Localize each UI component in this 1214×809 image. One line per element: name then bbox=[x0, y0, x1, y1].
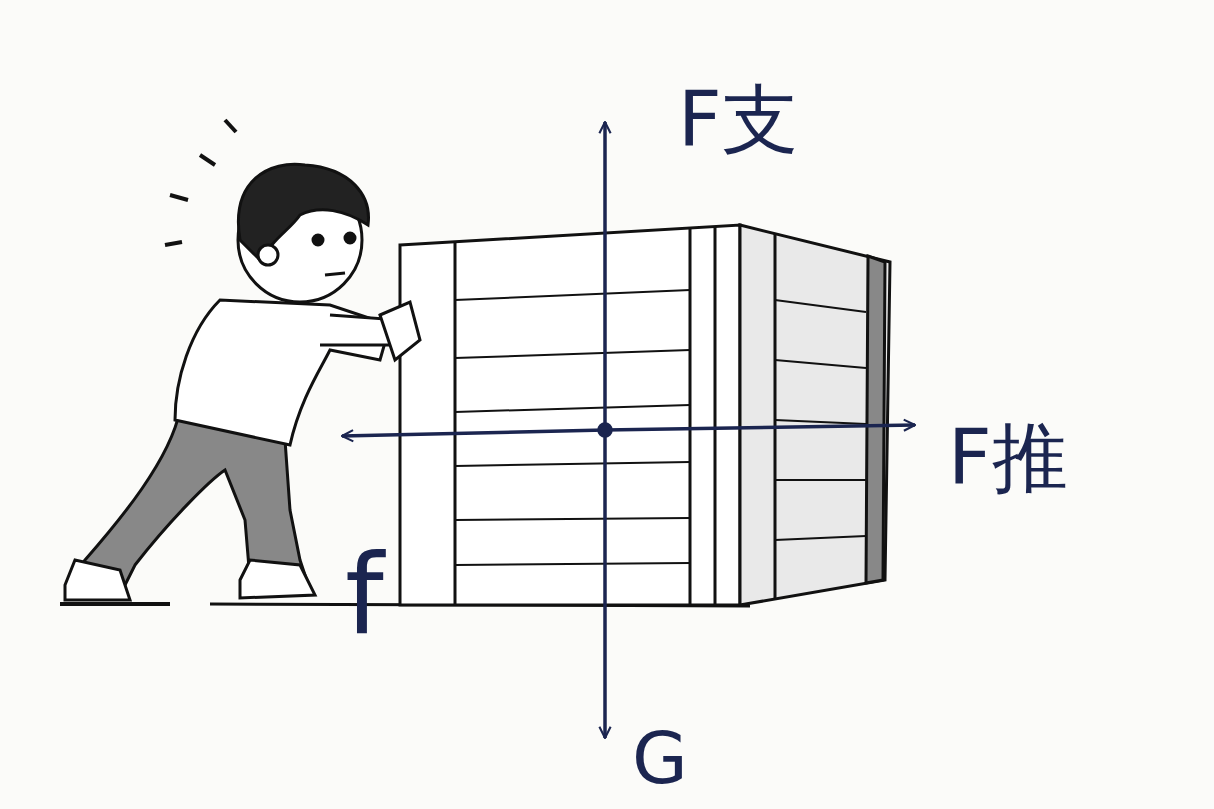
ground-line bbox=[60, 602, 170, 606]
boy bbox=[65, 120, 420, 600]
force-label: f bbox=[345, 540, 384, 650]
force-label: G bbox=[632, 722, 688, 794]
force-label: F推 bbox=[948, 420, 1068, 496]
push-force-arrow bbox=[605, 425, 915, 430]
force-arrows bbox=[342, 122, 915, 738]
crate bbox=[400, 225, 890, 605]
force-label: F支 bbox=[678, 82, 798, 158]
center-point bbox=[599, 424, 611, 436]
gravity-arrow bbox=[603, 430, 607, 738]
friction-arrow bbox=[342, 430, 605, 436]
support-force-arrow bbox=[603, 122, 607, 430]
